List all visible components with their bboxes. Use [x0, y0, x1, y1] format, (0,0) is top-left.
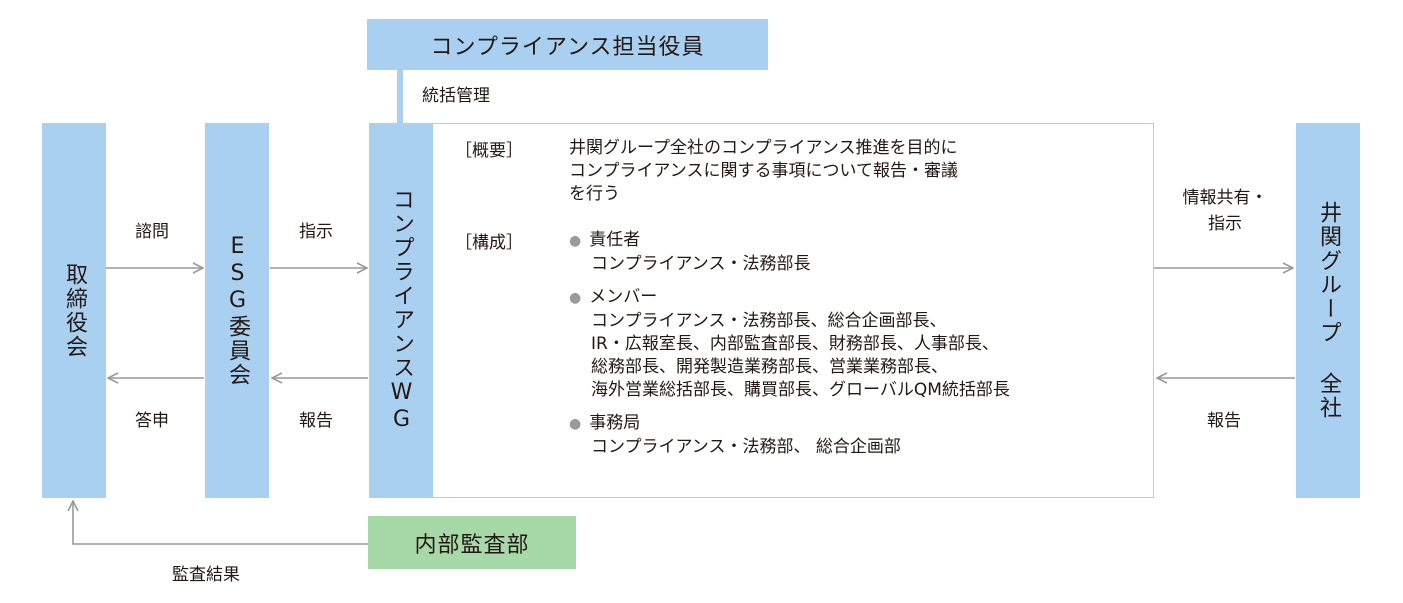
compliance-wg-box: コンプライアンスWG: [369, 123, 433, 498]
section-head: 責任者: [589, 230, 641, 250]
overview-tag: ［概要］: [455, 141, 523, 161]
secretariat-line: コンプライアンス・法務部、 総合企画部: [591, 437, 901, 457]
share-label-line1: 情報共有・: [1182, 188, 1268, 208]
board-box: 取締役会: [42, 123, 106, 498]
audit-result-arrow: [73, 501, 368, 545]
section-head: メンバー: [589, 287, 658, 307]
overview-line: コンプライアンスに関する事項について報告・審議: [569, 161, 958, 181]
section-head-leader: ● 責任者: [569, 229, 1010, 253]
compliance-officer-box: コンプライアンス担当役員: [367, 19, 768, 70]
iseki-group-box: 井関グループ 全社: [1296, 123, 1360, 498]
member-line: 総務部長、開発製造業務部長、営業業務部長、: [591, 357, 948, 377]
oversight-label: 統括管理: [422, 86, 490, 106]
report-group-label: 報告: [1207, 411, 1241, 431]
section-head-members: ● メンバー: [569, 286, 1010, 310]
member-line: コンプライアンス・法務部長、総合企画部長、: [591, 311, 947, 331]
bullet-icon: ●: [569, 290, 582, 306]
structure-text: ● 責任者 コンプライアンス・法務部長 ● メンバー コンプライアンス・法務部長、総…: [569, 229, 1010, 459]
bullet-icon: ●: [569, 416, 582, 432]
overview-line: 井関グループ全社のコンプライアンス推進を目的に: [569, 138, 958, 158]
share-label: 情報共有・ 指示: [1170, 186, 1280, 237]
esg-committee-box: ESG委員会: [205, 123, 269, 498]
internal-audit-box: 内部監査部: [368, 516, 576, 569]
leader-line: コンプライアンス・法務部長: [591, 254, 811, 274]
consult-label: 諮問: [135, 222, 169, 242]
instruct-label: 指示: [299, 222, 333, 242]
share-label-line2: 指示: [1208, 213, 1242, 234]
section-head: 事務局: [589, 413, 641, 433]
wg-detail-panel: ［概要］ 井関グループ全社のコンプライアンス推進を目的に コンプライアンスに関す…: [432, 123, 1154, 498]
reply-label: 答申: [135, 411, 169, 431]
overview-text: 井関グループ全社のコンプライアンス推進を目的に コンプライアンスに関する事項につ…: [569, 137, 958, 206]
overview-line: を行う: [569, 184, 620, 204]
structure-tag: ［構成］: [455, 233, 523, 253]
bullet-icon: ●: [569, 233, 582, 249]
section-head-secretariat: ● 事務局: [569, 412, 1010, 436]
member-line: IR・広報室長、内部監査部長、財務部長、人事部長、: [591, 334, 999, 354]
report-wg-label: 報告: [299, 411, 333, 431]
member-line: 海外営業総括部長、購買部長、グローバルQM統括部長: [591, 380, 1010, 400]
audit-result-label: 監査結果: [172, 565, 240, 585]
